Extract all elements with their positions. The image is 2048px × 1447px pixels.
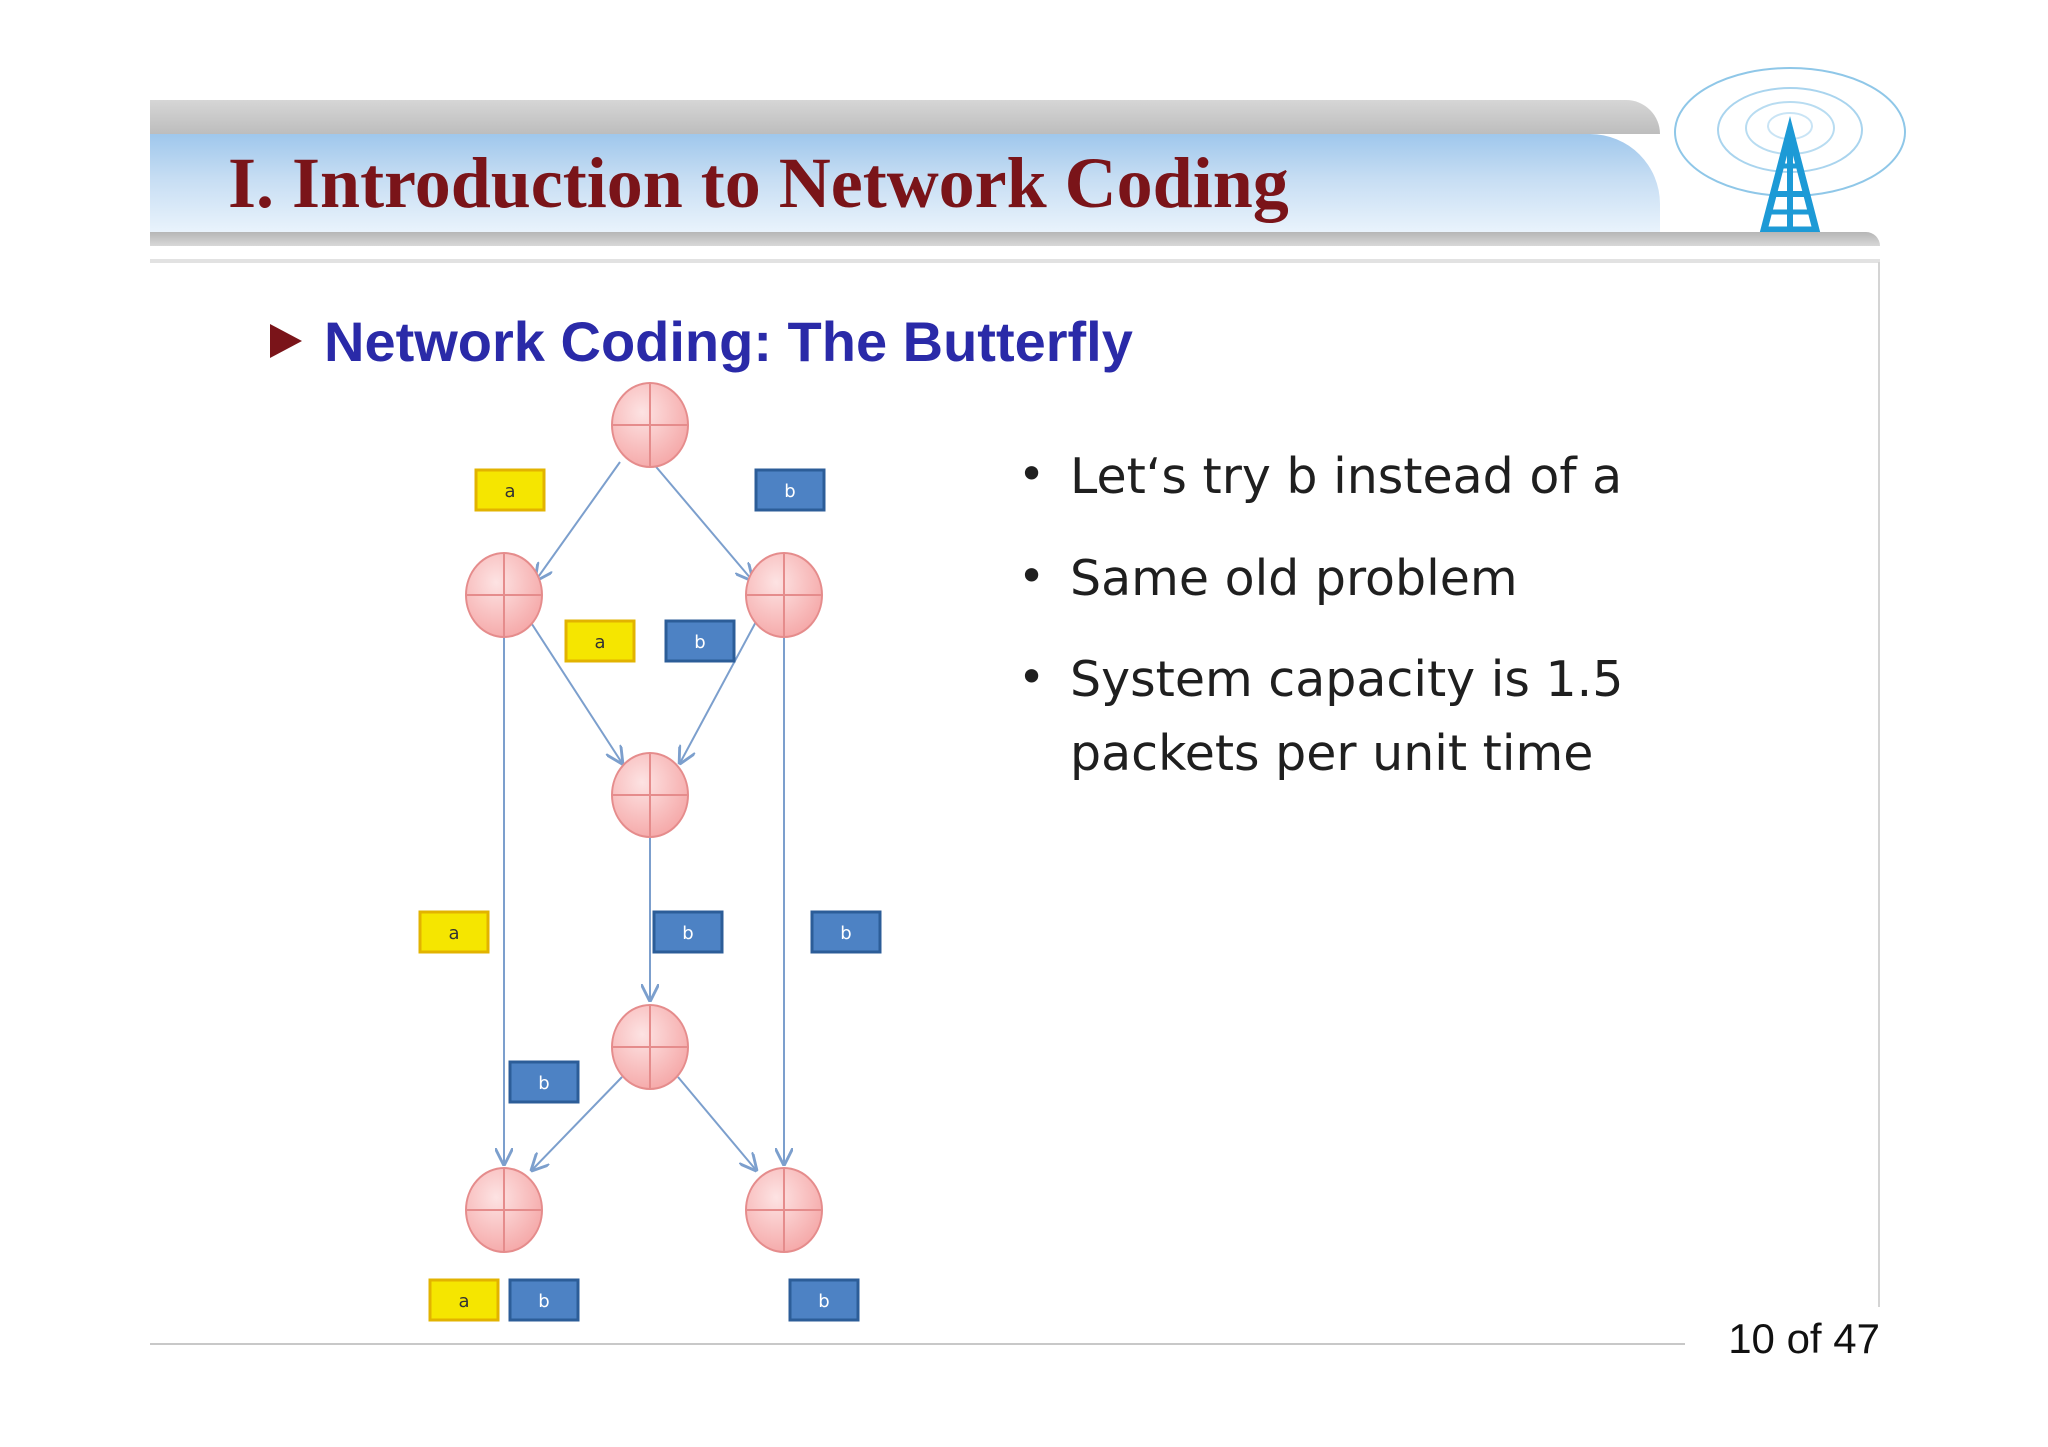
node-middle [611, 752, 689, 838]
edge-right-to-middle [680, 617, 759, 763]
packet-b-right-down: b [810, 910, 882, 954]
header-top-bar [150, 100, 1660, 134]
header-bottom-bar [150, 232, 1880, 246]
svg-text:a: a [448, 923, 459, 944]
edge-lower-to-sink-left [532, 1076, 623, 1170]
bullet-list: Let‘s try b instead of a Same old proble… [1010, 440, 1650, 818]
header-divider [150, 259, 1880, 263]
svg-text:a: a [504, 481, 515, 502]
packet-b-sink-left: b [508, 1278, 580, 1322]
packet-b-sink-right: b [788, 1278, 860, 1322]
node-left [465, 552, 543, 638]
bullet-item: System capacity is 1.5 packets per unit … [1010, 643, 1650, 790]
page-number: 10 of 47 [1728, 1315, 1880, 1362]
node-sink-left [465, 1167, 543, 1253]
header-band [150, 100, 1880, 260]
section-heading-text: Network Coding: The Butterfly [324, 309, 1133, 373]
svg-text:b: b [694, 632, 705, 653]
svg-text:b: b [682, 923, 693, 944]
packet-a-sink-left: a [428, 1278, 500, 1322]
footer-divider [150, 1343, 1685, 1345]
triangle-bullet-icon [270, 324, 302, 358]
butterfly-network-diagram: a a a a b b b b [418, 382, 882, 1322]
edge-lower-to-sink-right [677, 1076, 756, 1170]
svg-text:b: b [818, 1291, 829, 1312]
bullet-item: Let‘s try b instead of a [1010, 440, 1650, 514]
node-lower [611, 1004, 689, 1090]
svg-text:b: b [538, 1073, 549, 1094]
packet-b-middle-down: b [652, 910, 724, 954]
node-sink-right [745, 1167, 823, 1253]
svg-text:b: b [784, 481, 795, 502]
packet-a-left-middle: a [564, 619, 636, 663]
node-source [611, 382, 689, 468]
svg-text:b: b [840, 923, 851, 944]
packet-b-right-middle: b [664, 619, 736, 663]
svg-text:a: a [594, 632, 605, 653]
packet-b-lower-left: b [508, 1060, 580, 1104]
slide-right-border [1878, 262, 1880, 1307]
radio-tower-logo-icon [1674, 67, 1906, 232]
edge-left-to-middle [527, 617, 622, 763]
header-title-bar [150, 134, 1660, 232]
packet-b-source-right: b [754, 468, 826, 512]
bullet-item: Same old problem [1010, 542, 1650, 616]
svg-text:b: b [538, 1291, 549, 1312]
packet-a-source-left: a [474, 468, 546, 512]
edge-s-to-left [536, 461, 621, 580]
edge-s-to-right [651, 461, 752, 580]
svg-text:a: a [458, 1291, 469, 1312]
section-heading: Network Coding: The Butterfly [270, 306, 1133, 376]
packet-a-left-down: a [418, 910, 490, 954]
slide-title: I. Introduction to Network Coding [228, 143, 1289, 223]
node-right [745, 552, 823, 638]
